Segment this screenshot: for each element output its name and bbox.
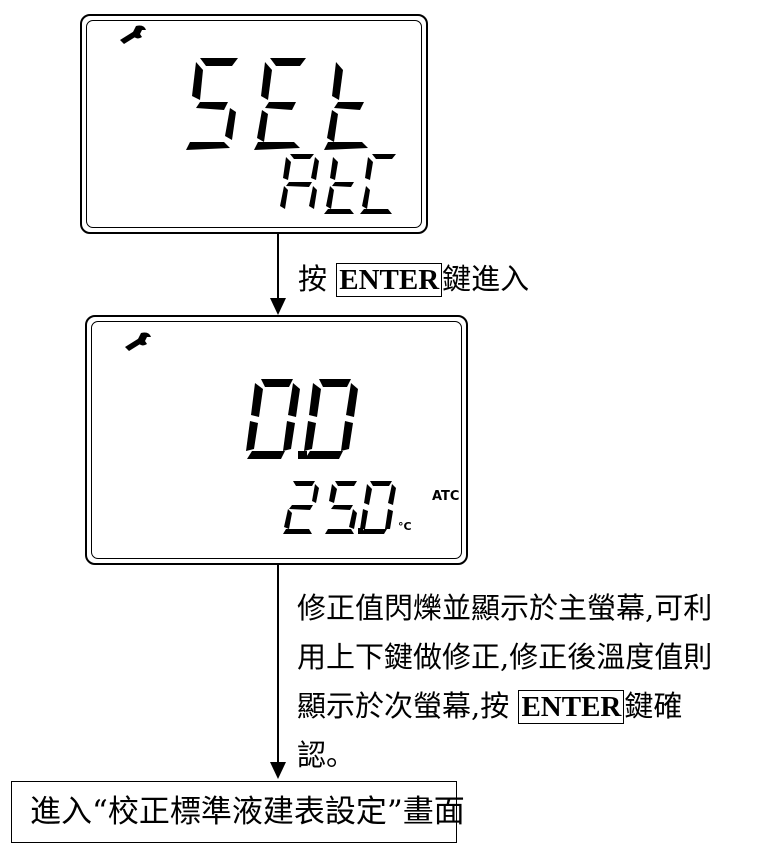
step-2-line-1: 修正值閃爍並顯示於主螢幕,可利	[297, 591, 713, 625]
temperature-unit: °C	[398, 520, 412, 533]
atc-indicator: ATC	[432, 489, 460, 504]
step-2-line-3-suffix: 鍵確	[624, 689, 683, 723]
lcd-inner-frame	[86, 20, 422, 228]
step-1-prefix: 按	[298, 262, 328, 296]
enter-key-label: ENTER	[518, 690, 625, 724]
connector-line-2	[277, 565, 279, 763]
arrow-head-1	[270, 298, 286, 315]
sub-display-atc	[280, 154, 396, 214]
step-2-line-2: 用上下鍵做修正,修正後溫度值則	[297, 640, 713, 674]
main-display-value	[246, 379, 358, 459]
lcd-inner-frame	[91, 321, 462, 559]
next-step-box: 進入“校正標準液建表設定”畫面	[11, 781, 465, 843]
arrow-head-2	[270, 762, 286, 779]
next-step-text: 進入“校正標準液建表設定”畫面	[30, 794, 465, 830]
connector-line-1	[277, 234, 279, 300]
step-1-suffix: 鍵進入	[442, 262, 530, 296]
step-2-line-4: 認。	[297, 738, 356, 772]
sub-display-temperature	[283, 481, 396, 534]
step-2-line-3-prefix: 顯示於次螢幕,按	[297, 689, 510, 723]
lcd-screen-set-atc	[80, 14, 428, 234]
main-display-set	[186, 58, 368, 150]
lcd-segment-graphics	[125, 332, 396, 534]
wrench-icon	[120, 25, 146, 44]
enter-key-label: ENTER	[336, 263, 443, 297]
lcd-segment-graphics	[120, 25, 396, 214]
lcd-screen-temperature-adjust: °C ATC	[85, 315, 468, 565]
wrench-icon	[125, 332, 151, 351]
